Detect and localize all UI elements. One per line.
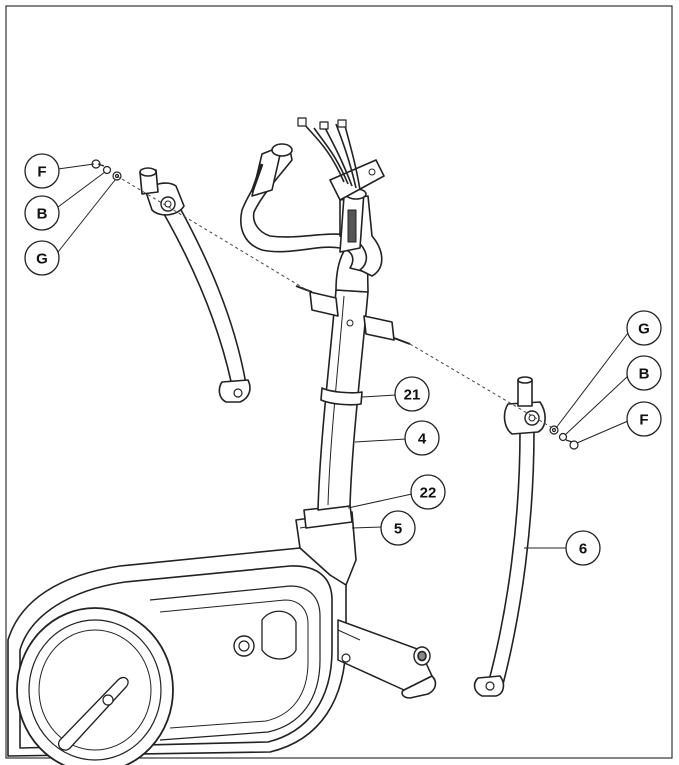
leader-lines — [57, 163, 629, 549]
callout-21: 21 — [394, 376, 430, 412]
callout-label: G — [36, 251, 48, 268]
callout-label: B — [639, 366, 650, 383]
callout-22: 22 — [410, 474, 446, 510]
callout-6: 6 — [565, 530, 601, 566]
left-washer-b — [102, 165, 112, 175]
callout-g-left: G — [24, 240, 60, 276]
left-hardware — [91, 159, 122, 181]
callout-b-left: B — [24, 195, 60, 231]
callout-label: 5 — [394, 521, 402, 538]
callout-label: 21 — [404, 387, 421, 404]
callout-label: F — [37, 164, 46, 181]
alignment-dashed-line — [116, 175, 557, 431]
callout-label: 22 — [420, 485, 437, 502]
callout-4: 4 — [404, 420, 440, 456]
upright-post — [295, 244, 411, 586]
callout-b-right: B — [626, 355, 662, 391]
right-hardware — [549, 425, 579, 450]
left-lower-arm — [139, 167, 251, 403]
callout-g-right: G — [626, 310, 662, 346]
right-washer-b — [558, 432, 568, 442]
right-lower-arm — [473, 376, 546, 697]
callout-label: G — [638, 321, 650, 338]
callout-5: 5 — [380, 510, 416, 546]
machine-body — [7, 539, 437, 765]
callout-label: 6 — [579, 541, 587, 558]
callout-label: 4 — [418, 431, 427, 448]
callout-label: B — [37, 206, 48, 223]
stationary-handlebar — [240, 117, 385, 277]
callout-label: F — [639, 412, 648, 429]
right-bolt-f — [569, 440, 579, 450]
diagram-border — [5, 5, 673, 759]
callout-f-right: F — [626, 401, 662, 437]
callout-f-left: F — [24, 153, 60, 189]
